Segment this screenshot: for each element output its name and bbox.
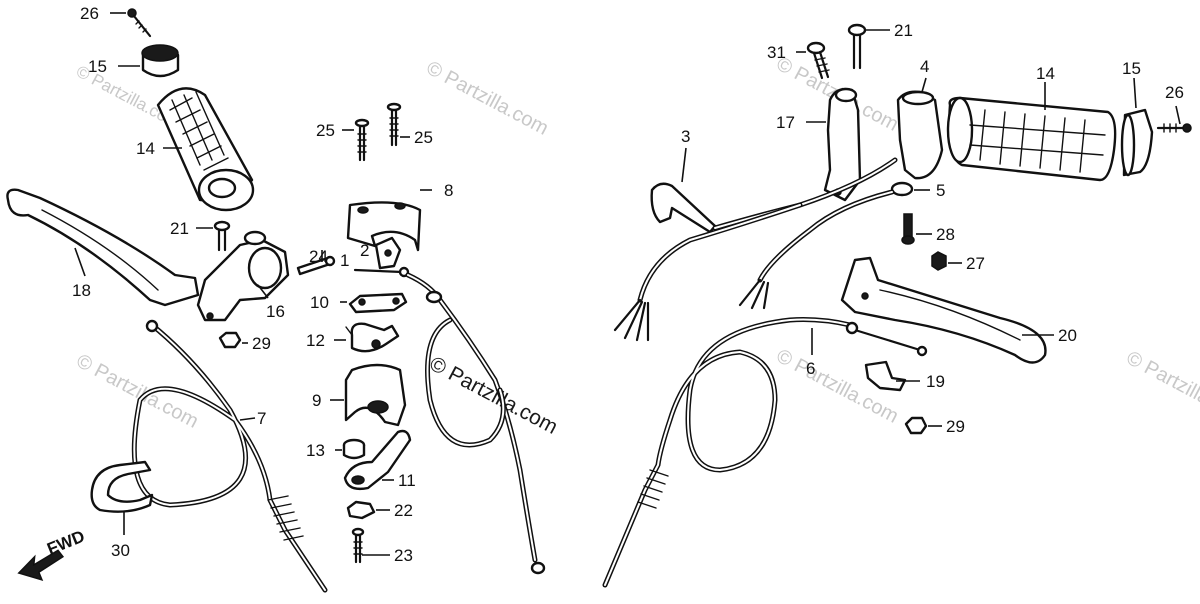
callout-21: 21 bbox=[170, 219, 189, 238]
callout-numbers: 26 15 14 21 18 16 29 7 30 25 25 8 24 1 2… bbox=[72, 4, 1184, 565]
callout-16: 16 bbox=[266, 302, 285, 321]
part-25-screw-a bbox=[354, 118, 370, 162]
callout-4: 4 bbox=[920, 57, 929, 76]
part-26-left-screw bbox=[127, 8, 152, 38]
callout-3: 3 bbox=[681, 127, 690, 146]
callout-30: 30 bbox=[111, 541, 130, 560]
part-29-left-nut bbox=[218, 331, 242, 349]
part-19-clip bbox=[864, 360, 907, 392]
callout-9: 9 bbox=[312, 391, 321, 410]
part-15-left-end-cap bbox=[141, 44, 180, 78]
callout-25: 25 bbox=[414, 128, 433, 147]
part-18-clutch-lever bbox=[6, 188, 200, 307]
callout-29: 29 bbox=[946, 417, 965, 436]
part-8-switch-cover bbox=[346, 201, 422, 252]
callout-19: 19 bbox=[926, 372, 945, 391]
callout-24: 24 bbox=[309, 247, 328, 266]
part-25-screw-b bbox=[386, 102, 402, 147]
part-17-holder bbox=[823, 87, 862, 202]
watermark: © Partzilla.com bbox=[1123, 347, 1200, 430]
callout-7: 7 bbox=[257, 409, 266, 428]
callout-31: 31 bbox=[767, 43, 786, 62]
part-27-nut bbox=[931, 251, 947, 271]
watermark: © Partzilla.com bbox=[423, 57, 552, 140]
part-26-right-screw bbox=[1156, 123, 1192, 133]
part-31-screw bbox=[806, 41, 830, 80]
part-6-brake-cable bbox=[602, 317, 928, 588]
part-28-bolt bbox=[901, 213, 915, 245]
callout-13: 13 bbox=[306, 441, 325, 460]
callout-20: 20 bbox=[1058, 326, 1077, 345]
watermark-center: © Partzilla.com bbox=[426, 352, 562, 439]
callout-10: 10 bbox=[310, 293, 329, 312]
part-14-right-grip bbox=[946, 96, 1117, 182]
callout-21: 21 bbox=[894, 21, 913, 40]
callout-23: 23 bbox=[394, 546, 413, 565]
fwd-arrow: FWD bbox=[17, 527, 87, 582]
part-22-clip bbox=[346, 500, 376, 520]
callout-11: 11 bbox=[398, 471, 416, 490]
leader-lines bbox=[74, 12, 1181, 556]
part-2-switch-block bbox=[374, 236, 402, 270]
part-29-right-nut bbox=[904, 416, 928, 435]
callout-14: 14 bbox=[136, 139, 155, 158]
part-30-cable-band bbox=[90, 460, 154, 513]
callout-8: 8 bbox=[444, 181, 453, 200]
callout-25: 25 bbox=[316, 121, 335, 140]
part-21-right-bolt bbox=[847, 23, 867, 70]
callout-27: 27 bbox=[966, 254, 985, 273]
callout-15: 15 bbox=[88, 57, 107, 76]
part-9-switch-housing bbox=[344, 363, 407, 427]
part-3-throttle-cable bbox=[613, 157, 898, 342]
callout-28: 28 bbox=[936, 225, 955, 244]
part-16-lever-holder bbox=[196, 230, 290, 322]
part-7-clutch-cable bbox=[131, 319, 328, 593]
fwd-label: FWD bbox=[44, 527, 87, 559]
callout-26: 26 bbox=[80, 4, 99, 23]
part-21-left-bolt bbox=[213, 220, 231, 252]
callout-22: 22 bbox=[394, 501, 413, 520]
callout-17: 17 bbox=[776, 113, 795, 132]
part-4-throttle-housing bbox=[896, 90, 944, 180]
part-20-brake-lever bbox=[840, 256, 1047, 364]
part-11-switch-arm bbox=[343, 429, 412, 491]
part-1-kill-switch-wire bbox=[353, 266, 546, 575]
callout-6: 6 bbox=[806, 359, 815, 378]
part-13-rubber bbox=[342, 438, 366, 460]
callout-1: 1 bbox=[340, 251, 349, 270]
part-14-left-grip bbox=[156, 87, 255, 212]
callout-18: 18 bbox=[72, 281, 91, 300]
callout-29: 29 bbox=[252, 334, 271, 353]
part-12-spring bbox=[345, 322, 400, 353]
callout-26: 26 bbox=[1165, 83, 1184, 102]
callout-2: 2 bbox=[360, 241, 369, 260]
callout-12: 12 bbox=[306, 331, 325, 350]
part-23-screw bbox=[351, 527, 365, 564]
part-10-contact-plate bbox=[348, 292, 408, 314]
callout-15: 15 bbox=[1122, 59, 1141, 78]
callout-14: 14 bbox=[1036, 64, 1055, 83]
part-5-wire bbox=[738, 181, 914, 310]
callout-5: 5 bbox=[936, 181, 945, 200]
part-15-right-end-cap bbox=[1120, 108, 1154, 177]
